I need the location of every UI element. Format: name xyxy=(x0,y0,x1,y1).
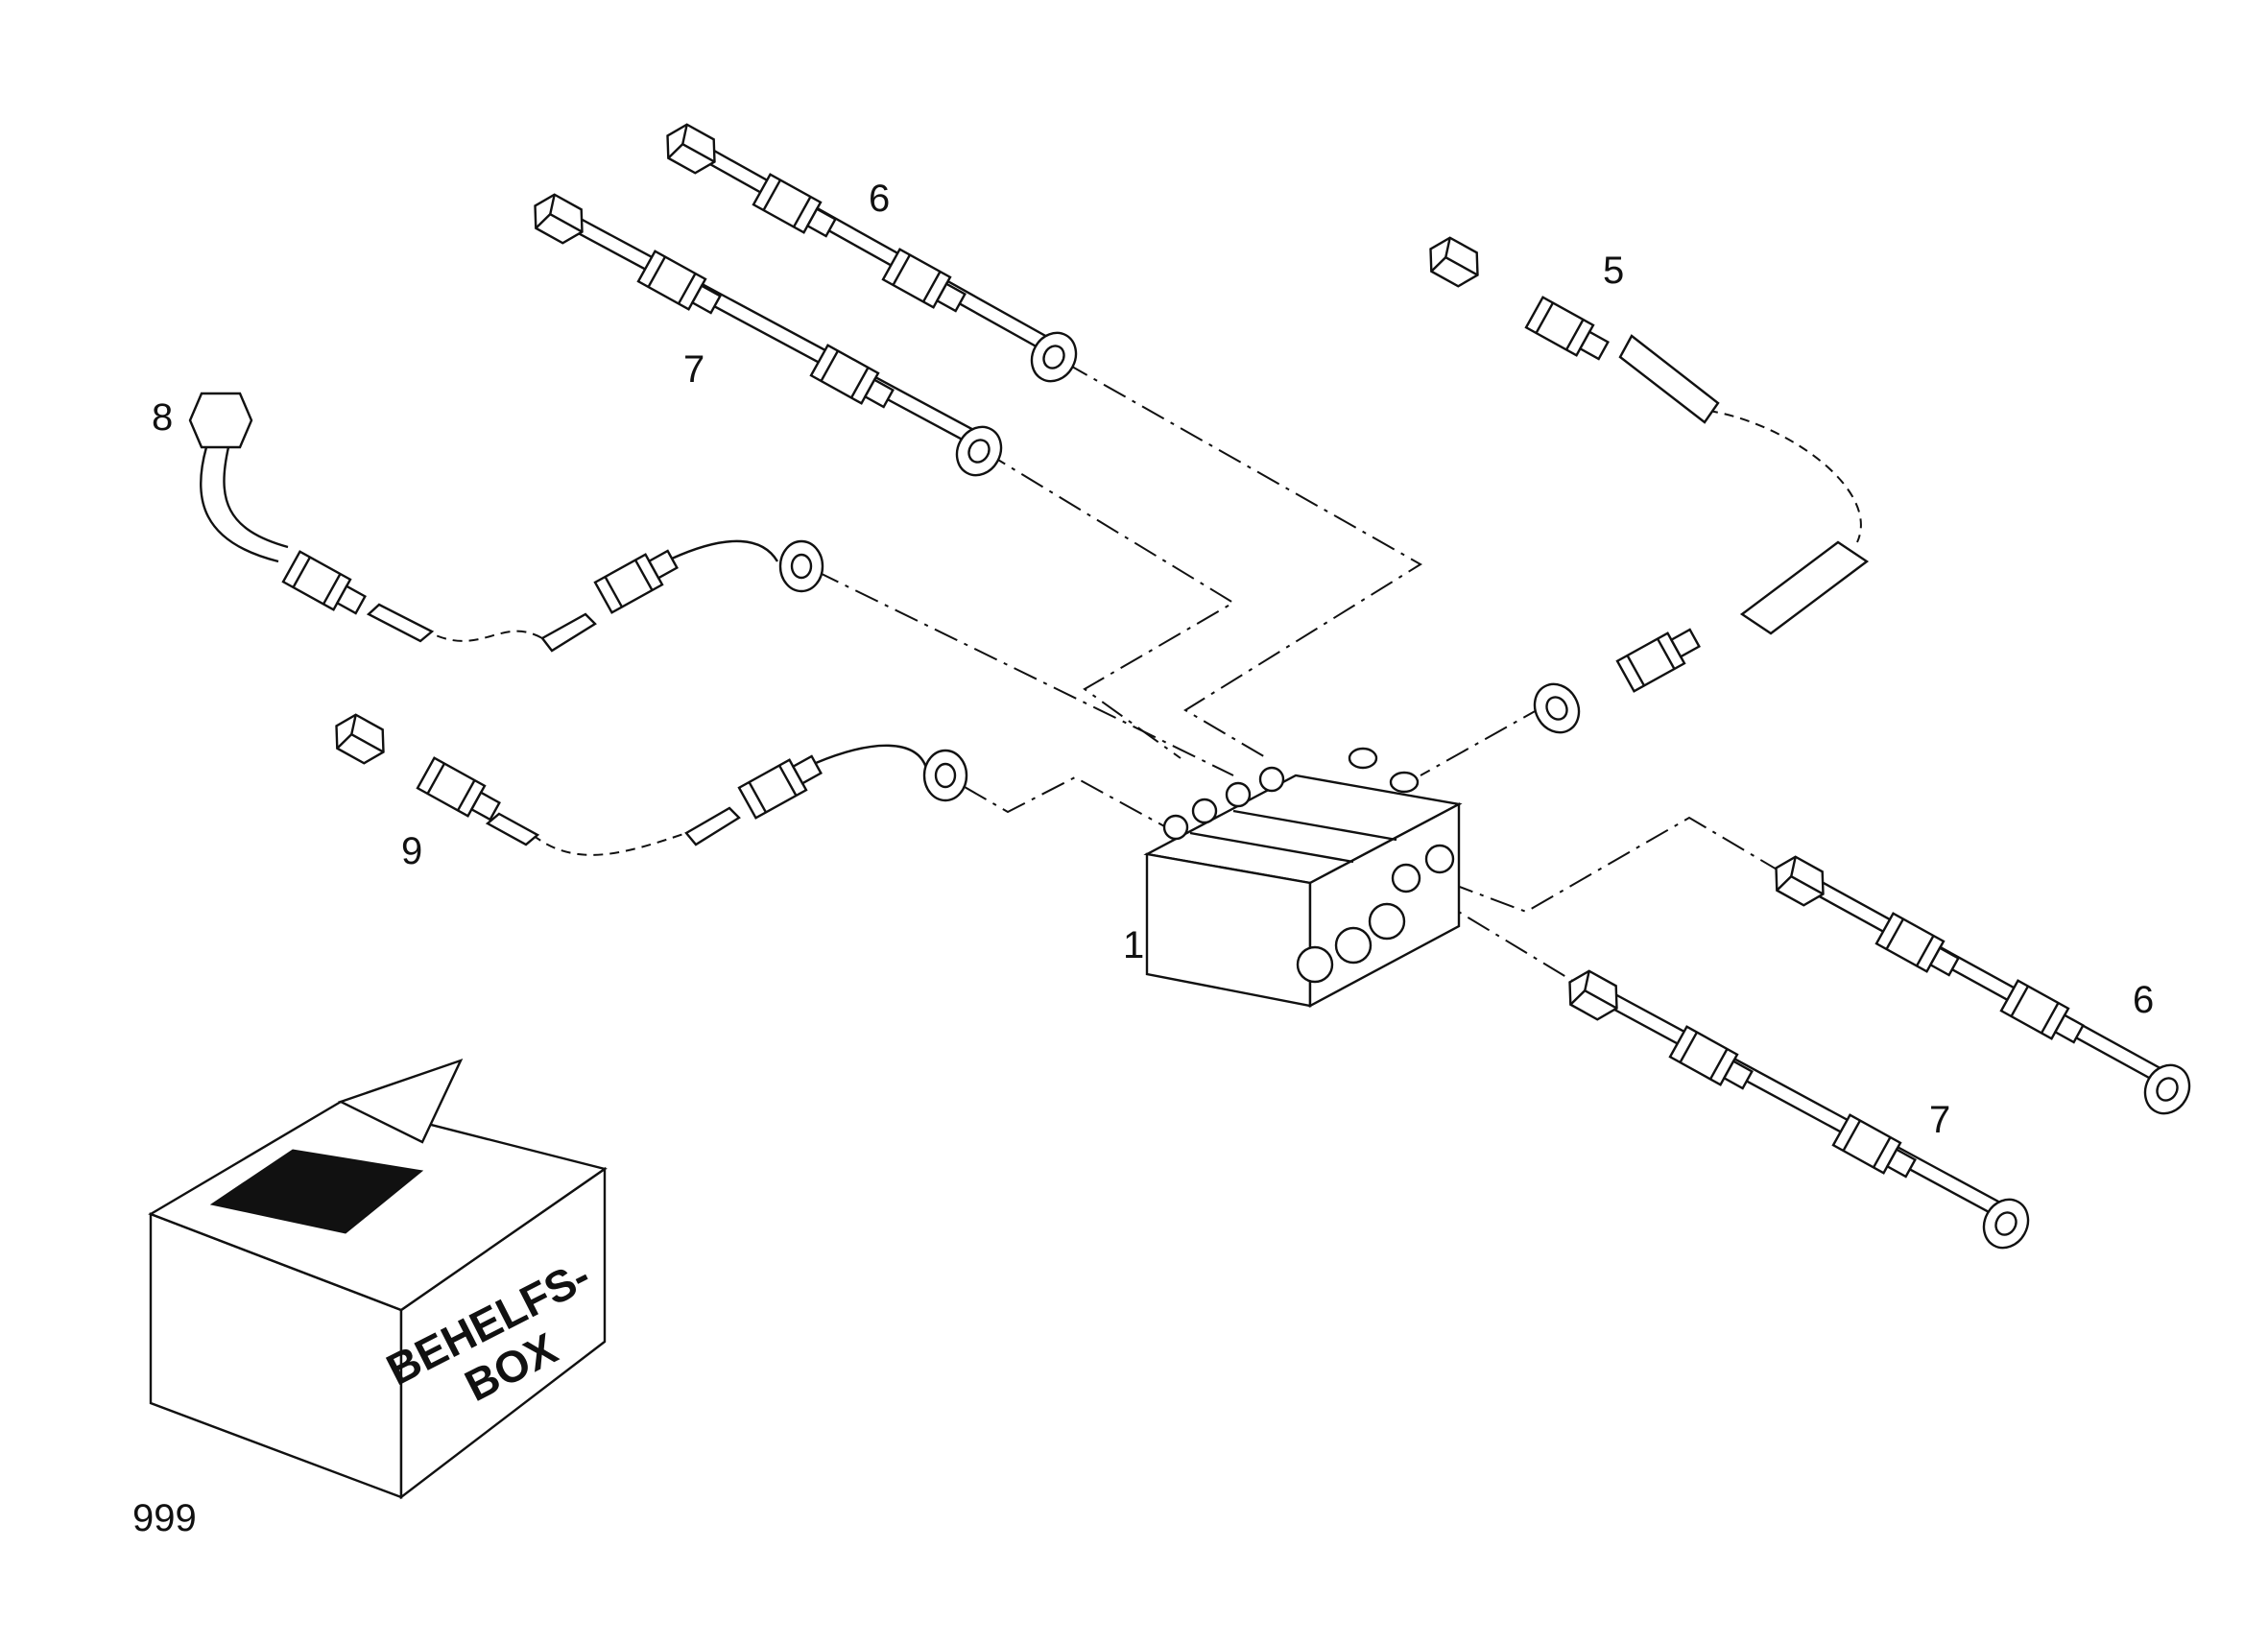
distributor-block-1 xyxy=(1143,747,1463,1009)
tube-assembly-6-upper xyxy=(657,117,1086,391)
hose-assembly-8 xyxy=(188,392,824,653)
callout-6-lower: 6 xyxy=(2133,979,2154,1021)
tube-assembly-7-upper xyxy=(524,187,1012,485)
callout-7-lower: 7 xyxy=(1929,1099,1950,1141)
behelfs-box-999: BEHELFS- BOX xyxy=(148,1058,608,1500)
callout-9: 9 xyxy=(401,830,422,872)
tube-assembly-6-lower xyxy=(1765,849,2200,1123)
callout-labels: 1 5 6 6 7 7 8 9 999 xyxy=(132,178,2154,1539)
callout-8: 8 xyxy=(152,396,173,439)
leader-lines xyxy=(421,362,1862,994)
callout-1: 1 xyxy=(1123,924,1144,966)
tube-assembly-5 xyxy=(1420,230,1870,742)
hose-assembly-9 xyxy=(325,707,968,846)
callout-7-upper: 7 xyxy=(683,348,704,391)
callout-6-upper: 6 xyxy=(869,178,890,220)
callout-5: 5 xyxy=(1603,250,1624,292)
tube-assembly-7-lower xyxy=(1559,964,2039,1257)
callout-999: 999 xyxy=(132,1497,197,1539)
